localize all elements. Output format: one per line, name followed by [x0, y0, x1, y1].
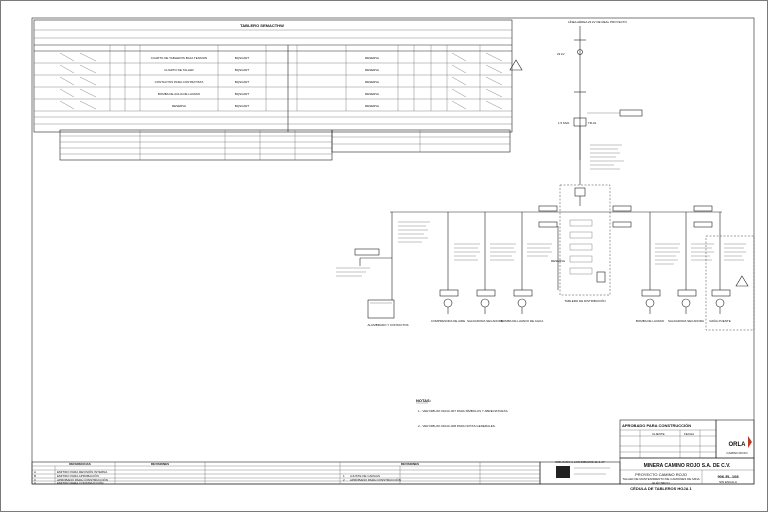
tag-box [476, 289, 496, 297]
consultant-logo-icon [556, 466, 570, 478]
crane-outline [705, 235, 755, 331]
tag-box [641, 289, 661, 297]
drawing-number: 906-EL-108 [717, 474, 739, 479]
board-row-load: BQSUART [235, 56, 250, 60]
panel-schedule-table: TABLERO SEMACTHW CUARTO DE TAB [33, 19, 513, 161]
single-line-diagram: LÍNEA AÉREA 23 kV DE REAL PROYECTO 23 kV… [336, 19, 755, 331]
revisions-header: REFERENCIAS [69, 462, 91, 466]
revision-desc: AJUSTE DE CARGAS [350, 474, 380, 478]
board-row-load: BQSUART [235, 104, 250, 108]
feeder-label: SALDADORA SECADORA [668, 319, 704, 323]
revision-desc: EMITIDO PARA APROBACIÓN [57, 473, 99, 478]
revision-triangle-icon [509, 59, 523, 71]
tag-box [711, 289, 731, 297]
board-row-desc: CUARTO DE TALLER [164, 68, 194, 72]
revision-id: B [34, 474, 36, 478]
revision-id: 1 [343, 474, 345, 478]
sheet-title: CÉDULA DE TABLEROS HOJA 1 [630, 486, 692, 491]
revision-id: 0 [34, 481, 36, 485]
logo-sub: CAMINO ROJO [726, 451, 748, 455]
feeder-label: RESERVA [551, 259, 565, 263]
feeder-label: SALDADORA SECADORA [467, 319, 503, 323]
logo-mark-icon [748, 436, 752, 448]
note-item: 2.- VER DIBUJO 0104C-008 PARA NOTAS GENE… [418, 424, 496, 428]
revisions-header: REVISIONES [401, 462, 419, 466]
feeder-label: GRÚA PUENTE [709, 318, 731, 323]
revision-id: A [34, 470, 36, 474]
board-row-desc: CONTACTOS PARA CONTRATISTA [155, 80, 204, 84]
notes-block: NOTAS: 1.- VER DIBUJO 0104C-007 PARA SÍM… [416, 398, 508, 428]
board-label: TABLERO DE DISTRIBUCIÓN [564, 298, 605, 303]
revision-triangle-icon [735, 275, 749, 287]
feeder-annotations [398, 221, 746, 265]
board-row-desc: CUARTO DE TABLEROS BAJA TENSION [151, 56, 207, 60]
motor-loads: COMPRESORA DE AIRE SALDADORA SECADORA BO… [431, 289, 731, 323]
svg-text:23 kV: 23 kV [557, 52, 565, 56]
tag-box [619, 109, 643, 117]
revisions-header: REVISIONES [151, 462, 169, 466]
revision-desc: EMITIDO PARA REVISIÓN INTERNA [57, 469, 107, 474]
tag-box [693, 205, 713, 212]
board-row-right: RESERVA [365, 80, 379, 84]
approval-title: APROBADO PARA CONSTRUCCIÓN [622, 423, 691, 428]
approval-stamp: APROBADO PARA CONSTRUCCIÓN CLIENTE FECHA [619, 419, 717, 459]
source-label: LÍNEA AÉREA 23 kV DE REAL PROYECTO [568, 19, 628, 24]
project-name: PROYECTO CAMINO ROJO [635, 472, 687, 477]
logo-text: ORLA [729, 442, 747, 448]
revision-desc: APROBADO PARA CONSTRUCCIÓN [350, 477, 401, 482]
board-row-load: BQSUART [235, 68, 250, 72]
board-row-desc: BOMBA DE AGUA DE LAVADO [158, 92, 201, 96]
board-row-right: RESERVA [365, 68, 379, 72]
tag-box [439, 289, 459, 297]
revision-id: 2 [343, 478, 345, 482]
revisions-table: REFERENCIAS REVISIONES REVISIONES A EMIT… [31, 461, 541, 485]
revision-desc: EMITIDO PARA CONSTRUCCIÓN [57, 480, 103, 485]
project-discipline: ELÉCTRICO [652, 480, 670, 485]
panel-label: ALUMBRADO Y CONTACTOS [367, 323, 408, 327]
distribution-board-outline [559, 184, 611, 296]
notes-title: NOTAS: [416, 398, 431, 403]
svg-text:TR-01: TR-01 [588, 121, 597, 125]
company-name: MINERA CAMINO ROJO S.A. DE C.V. [644, 463, 731, 469]
approval-field: FECHA [684, 432, 694, 436]
svg-text:1.5 MVA: 1.5 MVA [558, 121, 569, 125]
tag-box [538, 205, 558, 212]
board-row-desc: RESERVA [172, 104, 186, 108]
board-row-load: BQSUART [235, 92, 250, 96]
board-row-right: RESERVA [365, 104, 379, 108]
feeder-label: BOMBA DE LAVADO DE AGUA [501, 319, 543, 323]
panel-box [367, 299, 395, 319]
approval-field: CLIENTE [652, 432, 665, 436]
tag-box [538, 221, 558, 228]
feeder-label: BOMBA DE LAVADO [636, 319, 665, 323]
tag-box [354, 248, 380, 256]
feeder-label: COMPRESORA DE AIRE [431, 319, 465, 323]
board-row-load: BQSUART [235, 80, 250, 84]
tag-box [513, 289, 533, 297]
project-desc: TALLER DE MANTENIMIENTO DE CAMIONES DE M… [622, 477, 699, 481]
board-row-right: RESERVA [365, 56, 379, 60]
revision-id: C [34, 478, 37, 482]
tag-box [612, 205, 632, 212]
note-item: 1.- VER DIBUJO 0104C-007 PARA SÍMBOLOS Y… [418, 409, 508, 413]
drawing-scale: SIN ESCALA [719, 480, 737, 484]
revision-desc: APROBADO PARA CONSTRUCCIÓN [57, 477, 108, 482]
tag-box [677, 289, 697, 297]
board-title: TABLERO SEMACTHW [240, 23, 284, 28]
feeder-drops [391, 212, 721, 290]
board-row-right: RESERVA [365, 92, 379, 96]
tag-box [612, 221, 632, 228]
tag-box [693, 221, 713, 228]
